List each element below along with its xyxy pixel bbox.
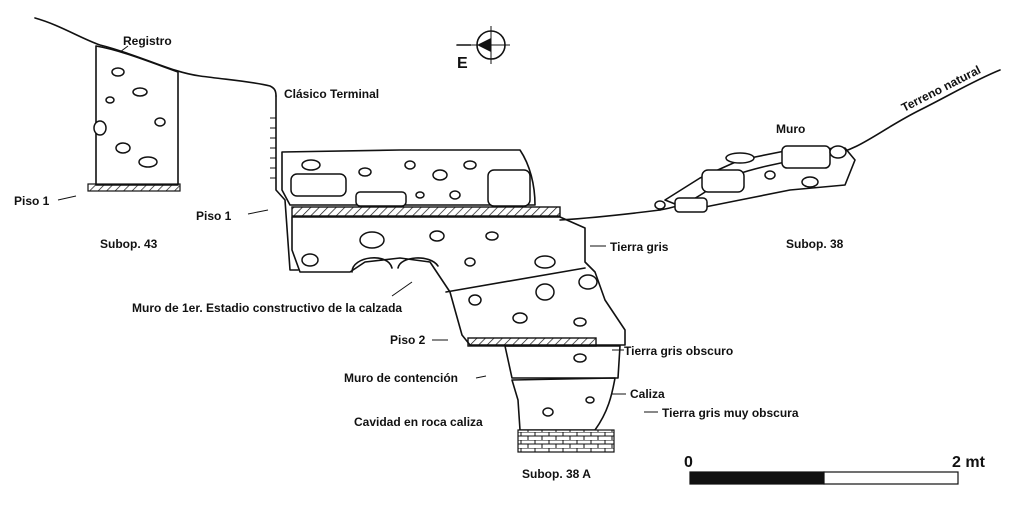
leader-lines bbox=[57, 45, 658, 413]
main-fill-layer bbox=[291, 216, 626, 346]
label-subop38: Subop. 38 bbox=[786, 237, 844, 251]
label-terreno-natural: Terreno natural bbox=[899, 63, 983, 115]
label-registro: Registro bbox=[123, 34, 172, 48]
scale-bar-white-segment bbox=[823, 471, 959, 485]
scale-bar-end-label: 2 mt bbox=[952, 454, 986, 471]
label-muro: Muro bbox=[776, 122, 805, 136]
upper-fill-layer bbox=[281, 149, 536, 207]
ground-surface-line bbox=[34, 17, 661, 221]
subop43-column bbox=[87, 45, 181, 192]
label-cavidad: Cavidad en roca caliza bbox=[354, 415, 483, 429]
piso1-floor bbox=[291, 206, 561, 217]
label-clasico-terminal: Clásico Terminal bbox=[284, 87, 379, 101]
label-caliza: Caliza bbox=[630, 387, 665, 401]
label-tierra-gris-muy-obscura: Tierra gris muy obscura bbox=[662, 406, 799, 420]
scale-bar-black-segment bbox=[689, 471, 825, 485]
scale-bar: 0 2 mt bbox=[684, 454, 986, 485]
piso2-floor bbox=[467, 337, 597, 347]
scale-bar-start-label: 0 bbox=[684, 454, 693, 471]
label-muro-contencion: Muro de contención bbox=[344, 371, 458, 385]
north-arrow-letter: E bbox=[457, 55, 468, 72]
label-tierra-gris-obscuro: Tierra gris obscuro bbox=[624, 344, 733, 358]
label-muro-estadio: Muro de 1er. Estadio constructivo de la … bbox=[132, 301, 402, 315]
label-tierra-gris: Tierra gris bbox=[610, 240, 669, 254]
label-piso1-mid: Piso 1 bbox=[196, 209, 232, 223]
label-piso1-left: Piso 1 bbox=[14, 194, 50, 208]
subop38-muro bbox=[654, 69, 1001, 213]
north-arrow-icon: E bbox=[456, 26, 510, 72]
label-subop38a: Subop. 38 A bbox=[522, 467, 591, 481]
label-subop43: Subop. 43 bbox=[100, 237, 158, 251]
trench-left-wall bbox=[270, 95, 299, 271]
lower-shaft bbox=[504, 345, 621, 453]
label-piso2: Piso 2 bbox=[390, 333, 426, 347]
